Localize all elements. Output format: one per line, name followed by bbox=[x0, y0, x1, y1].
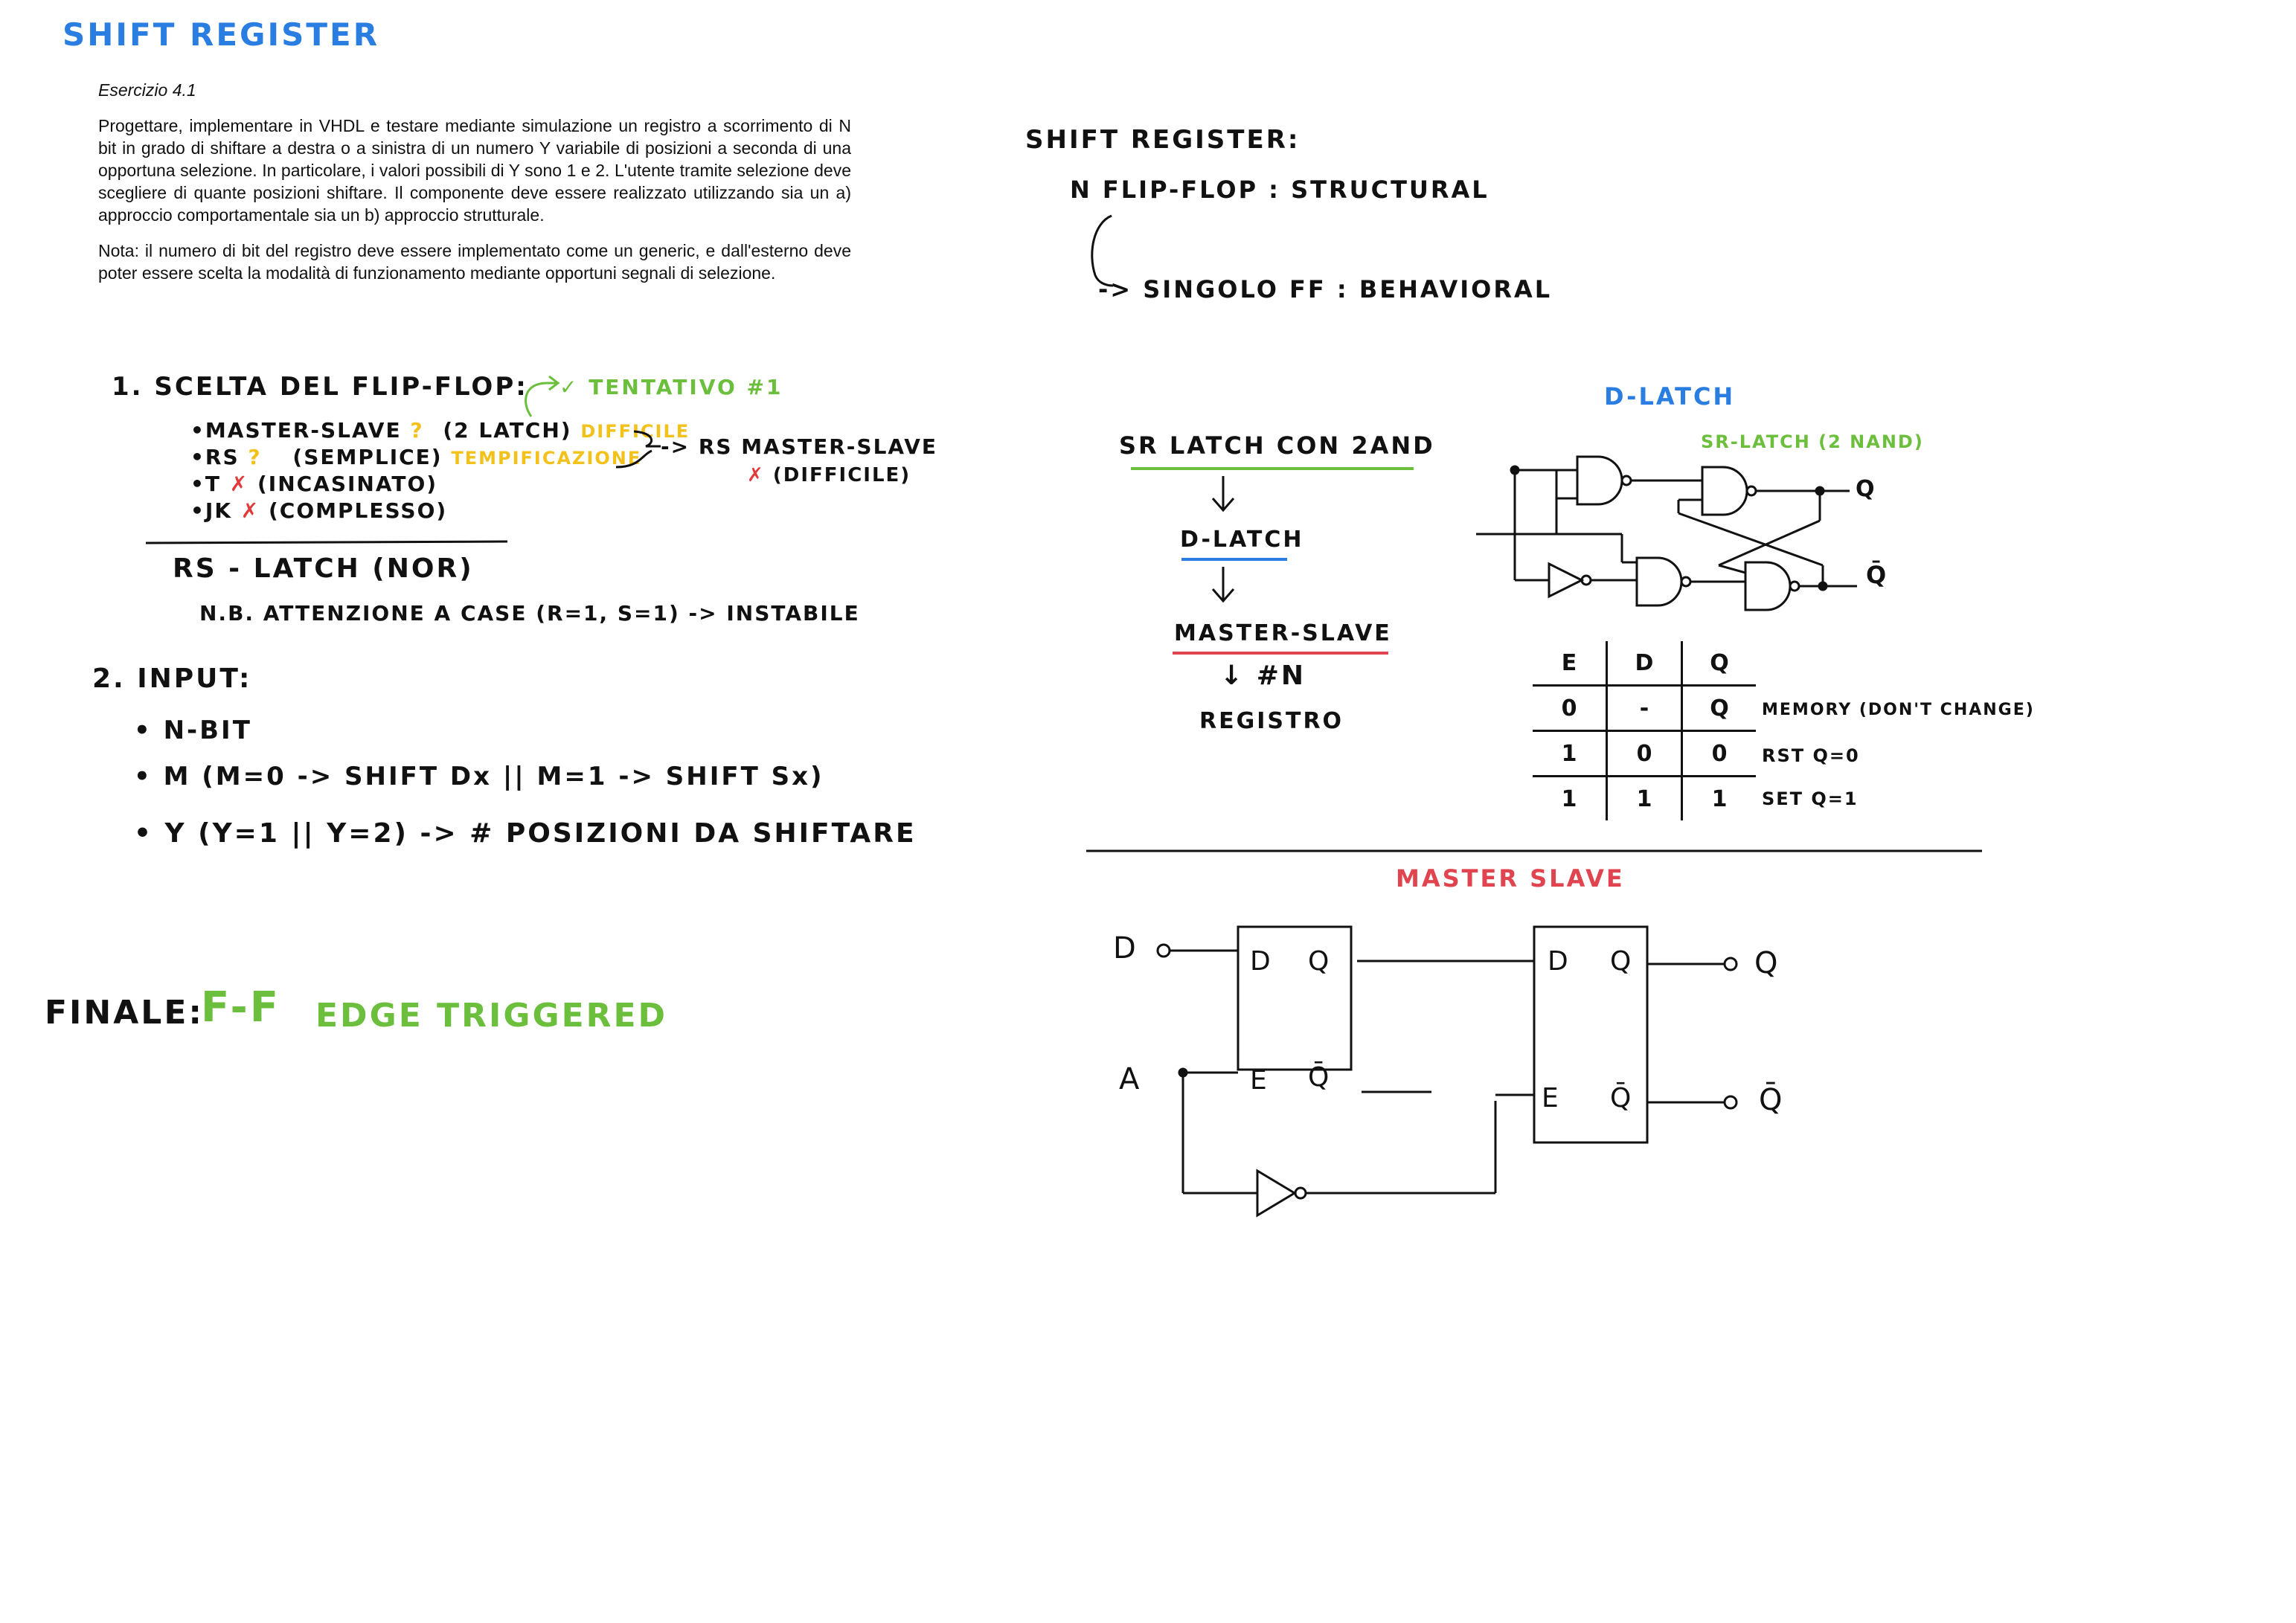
option-name: RS bbox=[205, 445, 240, 469]
bullet: • bbox=[190, 472, 205, 496]
cell-e: 1 bbox=[1533, 730, 1608, 777]
ms-input-d: D bbox=[1113, 931, 1136, 965]
ms-output-qbar: Q̄ bbox=[1759, 1083, 1783, 1117]
behavioral-line: -> SINGOLO FF : BEHAVIORAL bbox=[1098, 275, 1553, 303]
header-q: Q bbox=[1681, 641, 1756, 687]
option-name: MASTER-SLAVE bbox=[205, 418, 402, 443]
hook-arrow bbox=[1091, 214, 1114, 287]
flow-step-master-slave: MASTER-SLAVE bbox=[1174, 620, 1392, 646]
option-tag: TEMPIFICAZIONE bbox=[451, 448, 642, 469]
ff-option-t: •T ✗ (INCASINATO) bbox=[190, 472, 437, 496]
finale-label: FINALE: bbox=[45, 994, 204, 1032]
exercise-heading: Esercizio 4.1 bbox=[98, 80, 196, 100]
truth-table-header: E D Q bbox=[1533, 641, 1756, 687]
slave-d-label: D bbox=[1548, 946, 1568, 977]
exercise-paragraph-1: Progettare, implementare in VHDL e testa… bbox=[98, 116, 851, 225]
option-note: (COMPLESSO) bbox=[269, 498, 448, 523]
header-e: E bbox=[1533, 641, 1608, 687]
section1-title: 1. SCELTA DEL FLIP-FLOP: bbox=[112, 372, 528, 402]
nb-note: N.B. ATTENZIONE A CASE (R=1, S=1) -> INS… bbox=[199, 601, 860, 626]
cell-d: 1 bbox=[1606, 776, 1683, 820]
option-name: JK bbox=[205, 498, 233, 523]
cell-q: 1 bbox=[1711, 785, 1728, 812]
flow-step-count: ↓ #N bbox=[1220, 661, 1306, 691]
dlatch-qbar-label: Q̄ bbox=[1866, 561, 1889, 589]
sr-latch-label: SR-LATCH (2 NAND) bbox=[1701, 431, 1924, 452]
dlatch-circuit bbox=[1476, 455, 1857, 611]
slave-q-label: Q bbox=[1610, 946, 1632, 977]
cell-q: 0 bbox=[1681, 730, 1756, 777]
option-note: (SEMPLICE) bbox=[292, 445, 443, 469]
exercise-paragraph-2: Nota: il numero di bit del registro deve… bbox=[98, 241, 851, 283]
master-slave-title: MASTER SLAVE bbox=[1396, 864, 1625, 893]
flow-step-register: REGISTRO bbox=[1199, 708, 1344, 734]
dlatch-title: D-LATCH bbox=[1604, 382, 1736, 411]
master-qbar-label: Q̄ bbox=[1308, 1062, 1330, 1093]
master-slave-circuit bbox=[1156, 925, 1738, 1218]
cross-mark: ✗ bbox=[747, 464, 765, 486]
cell-d: 0 bbox=[1606, 730, 1683, 777]
attempt-arrow-head bbox=[548, 375, 560, 391]
ff-option-jk: •JK ✗ (COMPLESSO) bbox=[190, 498, 447, 523]
cell-e: 1 bbox=[1533, 776, 1608, 820]
finale-ff: F-F bbox=[201, 983, 281, 1032]
finale-type: EDGE TRIGGERED bbox=[315, 997, 668, 1035]
truth-table: E D Q 0 - Q 1 0 0 1 1 1 bbox=[1533, 641, 1756, 820]
arrow-result-note: ✗ (DIFFICILE) bbox=[747, 464, 911, 486]
cell-d: - bbox=[1606, 685, 1683, 732]
ms-input-a: A bbox=[1119, 1062, 1140, 1096]
row-note-set: SET Q=1 bbox=[1762, 788, 1859, 809]
question-mark: ? bbox=[410, 418, 424, 443]
question-mark: ? bbox=[248, 445, 262, 469]
rs-latch-label: RS - LATCH (NOR) bbox=[173, 553, 474, 584]
right-title: SHIFT REGISTER: bbox=[1025, 125, 1301, 155]
cell-e: 0 bbox=[1533, 685, 1608, 732]
slave-e-label: E bbox=[1542, 1083, 1559, 1113]
master-d-label: D bbox=[1250, 946, 1271, 977]
option-note: (INCASINATO) bbox=[257, 472, 438, 496]
cell-q: Q bbox=[1681, 685, 1756, 732]
cross-mark: ✗ bbox=[240, 498, 260, 523]
row-note-memory: MEMORY (DON'T CHANGE) bbox=[1762, 701, 2035, 719]
attempt-arrow bbox=[525, 382, 557, 417]
input-item-m: • M (M=0 -> SHIFT Dx || M=1 -> SHIFT Sx) bbox=[134, 762, 824, 791]
bullet: • bbox=[190, 418, 205, 443]
slave-qbar-label: Q̄ bbox=[1610, 1083, 1632, 1113]
table-row: 0 - Q bbox=[1533, 685, 1756, 732]
ff-option-rs: •RS ? (SEMPLICE) TEMPIFICAZIONE bbox=[190, 445, 641, 469]
dlatch-q-label: Q bbox=[1856, 476, 1877, 502]
header-d: D bbox=[1606, 641, 1683, 687]
attempt-label: ✓ TENTATIVO #1 bbox=[559, 375, 783, 399]
section2-title: 2. INPUT: bbox=[92, 663, 252, 694]
ff-option-master-slave: •MASTER-SLAVE ? (2 LATCH) DIFFICILE bbox=[190, 418, 690, 443]
cross-mark: ✗ bbox=[229, 472, 249, 496]
bullet: • bbox=[190, 445, 205, 469]
option-note: (2 LATCH) bbox=[443, 418, 572, 443]
structural-line: N FLIP-FLOP : STRUCTURAL bbox=[1070, 176, 1489, 204]
flow-arrow-1 bbox=[1211, 476, 1235, 512]
input-item-y: • Y (Y=1 || Y=2) -> # POSIZIONI DA SHIFT… bbox=[134, 818, 917, 849]
section-divider-left bbox=[145, 540, 508, 544]
table-row: 1 1 1 bbox=[1533, 776, 1756, 820]
bullet: • bbox=[190, 498, 205, 523]
row-note-reset: RST Q=0 bbox=[1762, 745, 1860, 766]
ms-output-q: Q bbox=[1754, 946, 1778, 980]
flow-step-d-latch: D-LATCH bbox=[1180, 527, 1304, 553]
flow-arrow-2 bbox=[1211, 567, 1235, 603]
difficulty-note: (DIFFICILE) bbox=[772, 464, 911, 486]
master-e-label: E bbox=[1250, 1065, 1267, 1096]
table-row: 1 0 0 bbox=[1533, 730, 1756, 777]
flow-step-sr-latch: SR LATCH CON 2AND bbox=[1119, 431, 1435, 460]
page-title: SHIFT REGISTER bbox=[62, 16, 380, 53]
master-q-label: Q bbox=[1308, 946, 1330, 977]
brace-arrow bbox=[615, 430, 661, 469]
input-item-nbit: • N-BIT bbox=[134, 716, 252, 745]
arrow-result: -> RS MASTER-SLAVE bbox=[661, 434, 937, 459]
option-name: T bbox=[205, 472, 222, 496]
